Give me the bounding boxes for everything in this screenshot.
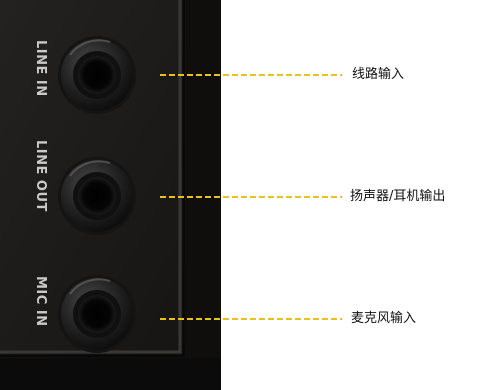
audio-jack-icon xyxy=(58,275,136,353)
callout-line-in: 线路输入 xyxy=(352,67,405,82)
silkscreen-line-out: LINE OUT xyxy=(33,140,48,212)
callout-line-out: 扬声器/耳机输出 xyxy=(350,189,446,204)
panel-bottom-strip xyxy=(0,358,221,390)
audio-jack-icon xyxy=(58,157,136,235)
audio-jack-icon xyxy=(58,36,136,114)
panel-bezel-edge xyxy=(0,0,182,354)
silkscreen-line-in: LINE IN xyxy=(33,40,48,97)
panel-side-strip xyxy=(186,0,221,390)
silkscreen-mic-in: MIC IN xyxy=(33,276,48,327)
panel-bezel-shadow xyxy=(0,0,186,358)
callout-mic-in: 麦克风输入 xyxy=(351,311,417,326)
